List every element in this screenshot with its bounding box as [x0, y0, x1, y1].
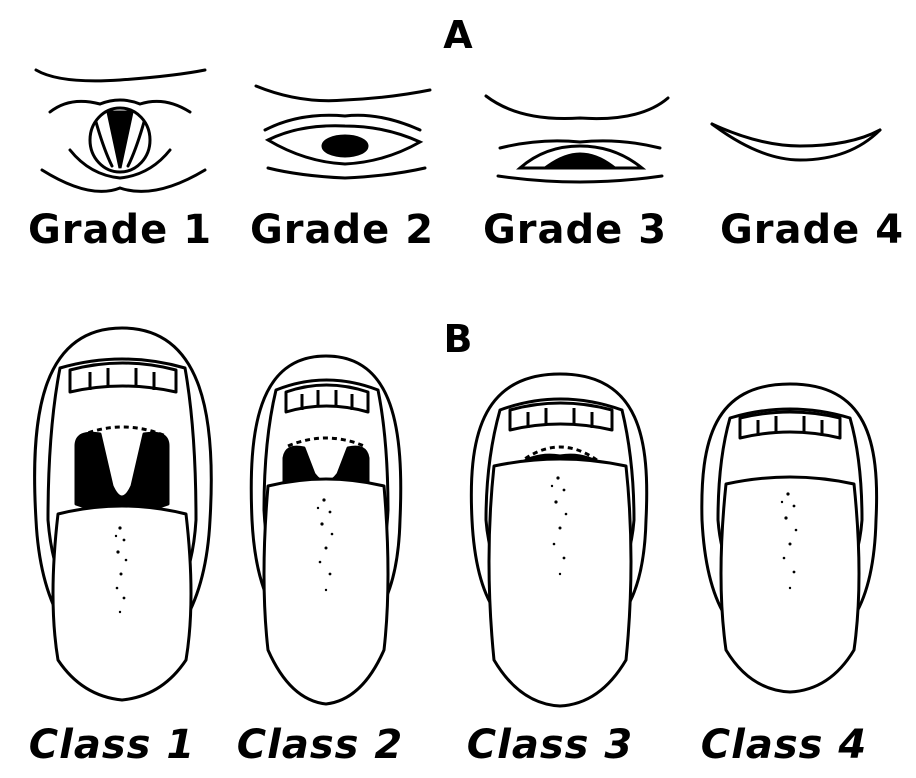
panel-b-letter: B — [444, 317, 473, 361]
class-2-mouth-drawing — [251, 356, 401, 704]
grade-1-larynx-drawing — [36, 70, 205, 191]
class-4-label: Class 4 — [701, 722, 867, 768]
class-1-mouth-drawing — [35, 328, 212, 700]
grade-4-label: Grade 4 — [720, 207, 904, 253]
grade-1-label: Grade 1 — [28, 207, 212, 253]
grade-3-label: Grade 3 — [483, 207, 667, 253]
class-2-label: Class 2 — [237, 722, 403, 768]
class-3-label: Class 3 — [467, 722, 633, 768]
grade-4-larynx-drawing — [712, 124, 880, 160]
class-4-mouth-drawing — [702, 384, 877, 692]
grade-2-label: Grade 2 — [250, 207, 434, 253]
class-1-label: Class 1 — [29, 722, 195, 768]
class-3-mouth-drawing — [471, 374, 646, 706]
panel-a-letter: A — [443, 13, 473, 57]
grade-2-larynx-drawing — [256, 86, 430, 178]
grade-3-larynx-drawing — [486, 96, 668, 182]
